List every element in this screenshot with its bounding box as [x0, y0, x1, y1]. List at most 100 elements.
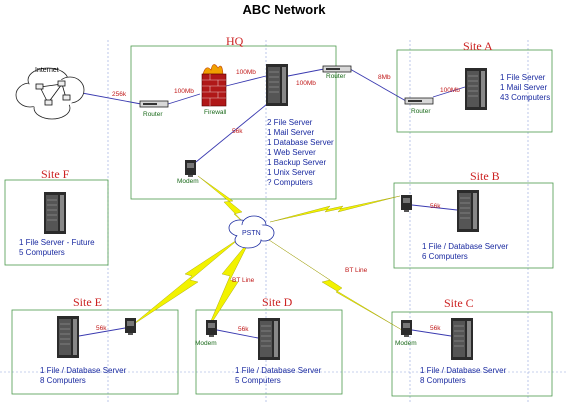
link-speed-label: 100Mb [296, 80, 316, 87]
link-modem-server-b [411, 204, 458, 211]
site-c-box [391, 311, 553, 397]
link-modem-server-e [78, 327, 126, 337]
lightning-pstn-site-b [269, 195, 401, 223]
hq-line: 1 Unix Server [267, 168, 316, 177]
site-f-title: Site F [41, 167, 70, 181]
site-a-description: 1 File Server 1 Mail Server 43 Computers [500, 73, 550, 103]
link-internet-router [81, 92, 142, 105]
link-speed-label: 56k [430, 325, 441, 332]
link-firewall-server [225, 75, 267, 87]
site-c-line: 8 Computers [420, 376, 466, 385]
internet-nodes-icon [35, 80, 71, 106]
hq-line: 1 Web Server [267, 148, 316, 157]
modem-icon [125, 318, 136, 335]
site-a-line: 43 Computers [500, 93, 551, 102]
diagram-title: ABC Network [242, 2, 326, 17]
bt-line-label: BT Line [232, 277, 255, 284]
server-icon [44, 192, 66, 234]
link-speed-label: 56k [430, 203, 441, 210]
router-label: Router [326, 73, 346, 80]
router-icon [322, 65, 352, 73]
link-server-router [287, 68, 325, 77]
site-c-description: 1 File / Database Server 8 Computers [420, 366, 506, 386]
pstn-label: PSTN [242, 230, 261, 237]
site-b-description: 1 File / Database Server 6 Computers [422, 242, 508, 262]
lightning-pstn-site-d [206, 239, 251, 331]
site-b-title: Site B [470, 169, 500, 183]
pstn-cloud [228, 215, 275, 249]
link-server-modem-hq [195, 99, 273, 163]
site-e-box [11, 309, 179, 395]
modem-icon [185, 160, 196, 177]
modem-label: Modem [177, 178, 199, 185]
link-speed-label: 56k [238, 326, 249, 333]
link-speed-label: 56k [232, 128, 243, 135]
hq-title: HQ [226, 34, 244, 48]
link-speed-label: 256k [112, 91, 127, 98]
site-e-line: 8 Computers [40, 376, 86, 385]
site-a-line: 1 Mail Server [500, 83, 548, 92]
link-speed-label: 100Mb [236, 69, 256, 76]
router-label: Router [411, 108, 431, 115]
modem-icon [401, 195, 412, 212]
site-b-box [393, 182, 554, 269]
hq-box [130, 45, 337, 200]
site-d-line: 1 File / Database Server [235, 366, 322, 375]
hq-line: 2 File Server [267, 118, 313, 127]
site-e-description: 1 File / Database Server 8 Computers [40, 366, 126, 386]
site-d-box [195, 309, 343, 395]
site-d-title: Site D [262, 295, 293, 309]
site-f-line: 1 File Server - Future [19, 238, 95, 247]
router-label: Router [143, 111, 163, 118]
lightning-pstn-site-e [130, 237, 241, 327]
modem-label: Modem [395, 340, 417, 347]
link-site-a-router-server [432, 86, 466, 98]
site-a-box [396, 49, 553, 133]
link-router-firewall [167, 93, 201, 105]
site-c-title: Site C [444, 296, 474, 310]
link-router-site-a [349, 68, 407, 102]
site-e-title: Site E [73, 295, 102, 309]
link-modem-server-c [411, 329, 452, 337]
server-icon [457, 190, 479, 232]
modem-label: Modem [195, 340, 217, 347]
link-speed-label: 56k [96, 325, 107, 332]
site-f-line: 5 Computers [19, 248, 65, 257]
firewall-icon [201, 64, 227, 107]
lightning-pstn-site-c [265, 237, 403, 331]
router-icon [404, 97, 434, 105]
internet-cloud [15, 67, 85, 120]
server-icon [451, 318, 473, 360]
server-icon [266, 64, 288, 106]
bt-line-label: BT Line [345, 267, 368, 274]
hq-line: 1 Database Server [267, 138, 334, 147]
router-icon [139, 100, 169, 108]
site-b-line: 1 File / Database Server [422, 242, 509, 251]
site-f-description: 1 File Server - Future 5 Computers [19, 238, 95, 258]
modem-icon [401, 320, 412, 337]
site-a-line: 1 File Server [500, 73, 546, 82]
hq-line: 1 Mail Server [267, 128, 315, 137]
link-speed-label: 100Mb [174, 88, 194, 95]
hq-line: ? Computers [267, 178, 313, 187]
server-icon [258, 318, 280, 360]
hq-line: 1 Backup Server [267, 158, 327, 167]
link-speed-label: 100Mb [440, 87, 460, 94]
site-b-line: 6 Computers [422, 252, 468, 261]
site-c-line: 1 File / Database Server [420, 366, 507, 375]
internet-label: Internet [35, 67, 59, 74]
server-icon [57, 316, 79, 358]
site-d-description: 1 File / Database Server 5 Computers [235, 366, 321, 386]
link-speed-label: 8Mb [378, 74, 391, 81]
server-icon [465, 68, 487, 110]
site-a-title: Site A [463, 39, 493, 53]
hq-description: 2 File Server 1 Mail Server 1 Database S… [267, 118, 334, 188]
lightning-hq-pstn [197, 175, 247, 226]
site-f-box [4, 179, 109, 266]
site-d-line: 5 Computers [235, 376, 281, 385]
modem-icon [206, 320, 217, 337]
link-modem-server-d [216, 329, 259, 339]
firewall-label: Firewall [204, 109, 227, 116]
site-e-line: 1 File / Database Server [40, 366, 127, 375]
